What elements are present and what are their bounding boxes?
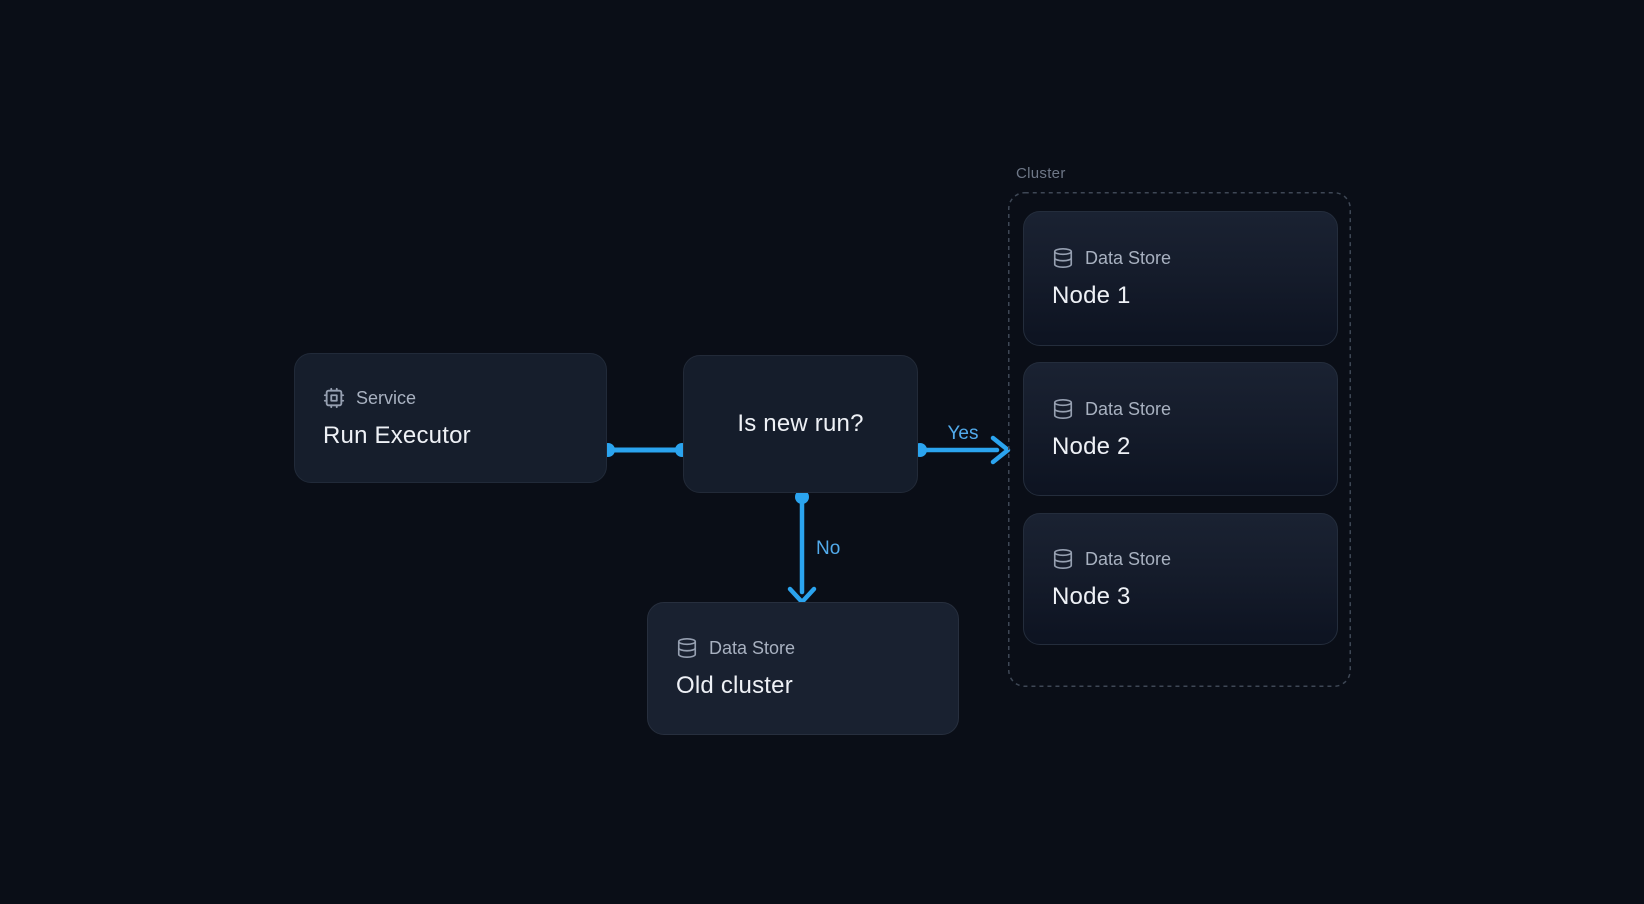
node-type-label: Data Store	[1085, 548, 1172, 569]
node-datastore-2[interactable]: Data Store Node 2	[1023, 362, 1338, 496]
edge-label-no: No	[816, 538, 841, 559]
edge-decision-no-arrowhead-icon	[787, 586, 817, 605]
node-old-cluster[interactable]: Data Store Old cluster	[647, 602, 959, 735]
node-type-label: Data Store	[1085, 248, 1172, 268]
node-type-label: Service	[356, 387, 417, 408]
database-icon	[1053, 398, 1073, 419]
node-type-row: Service	[323, 387, 578, 409]
node-type-row: Data Store	[1052, 398, 1309, 420]
node-title: Node 1	[1052, 282, 1131, 309]
node-decision[interactable]: Is new run?	[683, 355, 918, 493]
node-title: Node 2	[1052, 432, 1131, 460]
node-type-row: Data Store	[1052, 247, 1309, 269]
node-title: Old cluster	[676, 672, 793, 699]
node-title: Is new run?	[737, 410, 864, 437]
cpu-icon	[323, 387, 345, 408]
node-type-label: Data Store	[709, 638, 796, 658]
database-icon	[1053, 248, 1073, 268]
node-type-row: Data Store	[676, 637, 930, 659]
database-icon	[1053, 548, 1073, 569]
database-icon	[677, 638, 697, 658]
cluster-container: Data Store Node 1 Data Store Node 2	[1008, 192, 1351, 687]
node-type-row: Data Store	[1052, 548, 1309, 570]
node-type-label: Data Store	[1085, 398, 1172, 419]
cluster-label: Cluster	[1016, 165, 1066, 182]
node-datastore-1[interactable]: Data Store Node 1	[1023, 211, 1338, 346]
node-datastore-3[interactable]: Data Store Node 3	[1023, 513, 1338, 645]
edge-label-yes: Yes	[947, 423, 979, 444]
edge-decision-yes-arrowhead-icon	[990, 435, 1011, 465]
node-title: Node 3	[1052, 582, 1131, 610]
node-title: Run Executor	[323, 421, 471, 449]
node-service[interactable]: Service Run Executor	[294, 353, 607, 483]
